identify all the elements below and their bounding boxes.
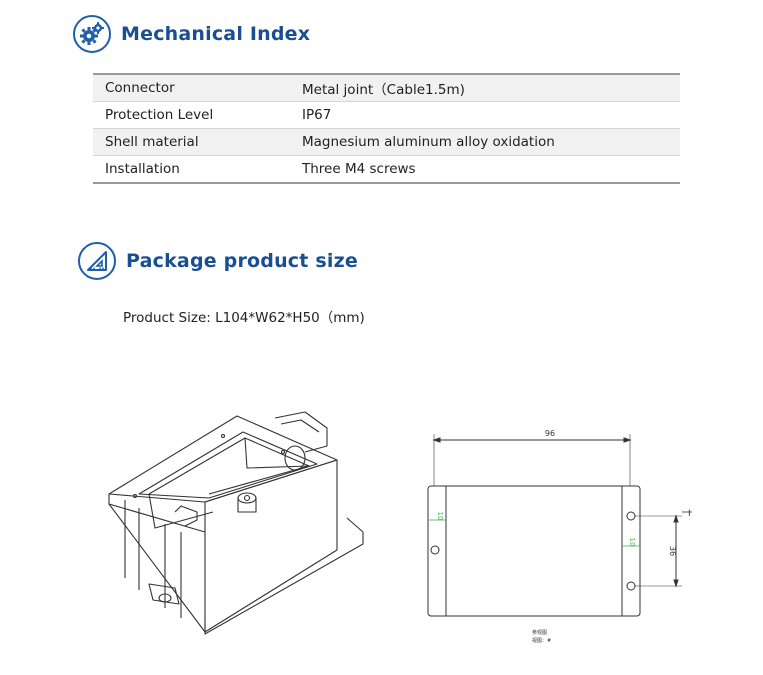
colon-separator: :	[206, 310, 216, 326]
isometric-product-drawing	[108, 411, 364, 635]
product-size-line: Product Size: L104*W62*H50（mm)	[123, 306, 365, 326]
mechanical-index-header: Mechanical Index	[73, 15, 310, 53]
drawing-note-line1: 参观图	[532, 629, 547, 636]
dimension-mark-right: I	[688, 509, 691, 519]
spec-value: Three M4 screws	[290, 155, 680, 184]
package-size-header: Package product size	[78, 242, 358, 280]
dimension-label-width: 96	[545, 429, 555, 438]
spec-key: Connector	[93, 73, 290, 102]
mechanical-spec-table: Connector Metal joint（Cable1.5m) Protect…	[93, 73, 680, 184]
table-row: Protection Level IP67	[93, 101, 680, 129]
gears-icon	[73, 15, 111, 53]
section-title: Mechanical Index	[121, 23, 311, 45]
base-plate-outline	[427, 485, 641, 617]
spec-value: Metal joint（Cable1.5m)	[290, 73, 680, 102]
dimension-label-right-offset: 10	[628, 538, 636, 547]
spec-value: IP67	[290, 101, 680, 129]
dimension-label-hole-spacing: 36	[668, 546, 677, 556]
spec-key: Installation	[93, 155, 290, 184]
mount-hole-bottom-right	[626, 581, 636, 591]
table-row: Shell material Magnesium aluminum alloy …	[93, 128, 680, 156]
spec-key: Shell material	[93, 128, 290, 156]
table-row: Installation Three M4 screws	[93, 155, 680, 184]
plan-view-drawing: 96 36 10 10 I 参观图 视图：#	[427, 429, 692, 644]
spec-key: Protection Level	[93, 101, 290, 129]
product-size-label: Product Size	[123, 310, 207, 326]
table-row: Connector Metal joint（Cable1.5m)	[93, 73, 680, 102]
triangle-ruler-icon	[78, 242, 116, 280]
product-size-value: L104*W62*H50（mm)	[215, 310, 365, 326]
mount-hole-left	[430, 545, 440, 555]
drawing-note-line2: 视图：#	[532, 637, 551, 644]
dimension-label-left-offset: 10	[436, 512, 444, 521]
section-title: Package product size	[126, 250, 358, 272]
mount-hole-top-right	[626, 511, 636, 521]
spec-value: Magnesium aluminum alloy oxidation	[290, 128, 680, 156]
